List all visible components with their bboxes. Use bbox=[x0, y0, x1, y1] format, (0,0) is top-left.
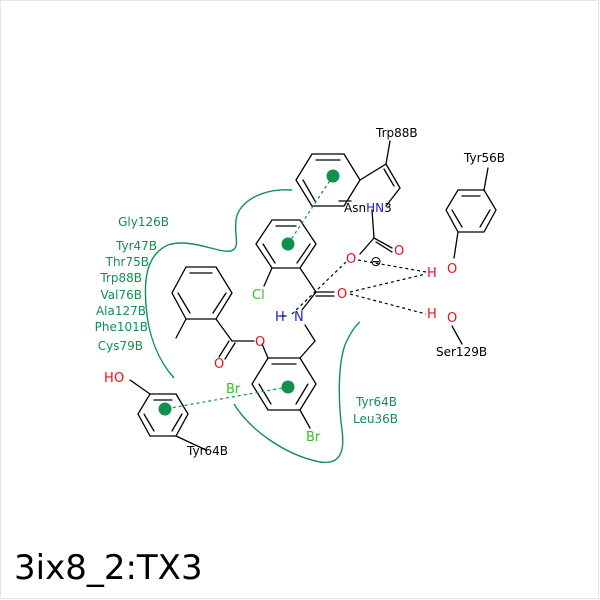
residue-tyr56: Tyr56B bbox=[463, 151, 505, 165]
atom-o-amide: O bbox=[337, 287, 347, 302]
atom-h-amide: H bbox=[275, 310, 285, 325]
atom-br-2: Br bbox=[306, 430, 321, 445]
atom-br-1: Br bbox=[226, 382, 241, 397]
centroid-tyr64 bbox=[158, 402, 172, 416]
carboxylate bbox=[359, 209, 393, 255]
centroid-chlorophenyl bbox=[281, 237, 295, 251]
hydrophobic-residue: Thr75B bbox=[105, 255, 149, 269]
diagram-title: 3ix8_2:TX3 bbox=[14, 548, 203, 588]
hbond-amide-tyr56 bbox=[349, 273, 427, 293]
residue-ser129: Ser129B bbox=[436, 345, 487, 359]
tyr56-ring bbox=[445, 167, 497, 259]
hydrophobic-residue: Trp88B bbox=[99, 271, 142, 285]
atom-n-amide: N bbox=[294, 310, 304, 325]
tolyl-ring bbox=[171, 266, 255, 360]
amide-backbone bbox=[263, 267, 335, 317]
hydrophobic-contour-left bbox=[144, 189, 293, 379]
atom-o-tyr64: O bbox=[114, 371, 124, 386]
atom-cl: Cl bbox=[252, 288, 265, 303]
hydrophobic-residue: Ala127B bbox=[96, 304, 146, 318]
atom-h-ser129: H bbox=[427, 307, 437, 322]
hydrophobic-contour-right bbox=[233, 321, 361, 464]
atom-o-ester: O bbox=[255, 335, 265, 350]
hydrophobic-residue: Phe101B bbox=[95, 320, 148, 334]
hbond-amide-ser129 bbox=[349, 293, 427, 315]
atom-o-carboxylate-2: O bbox=[394, 244, 404, 259]
centroid-dibromophenyl bbox=[281, 380, 295, 394]
hydrophobic-residues-left: Gly126B Tyr47B Thr75B Trp88B Val76B Ala1… bbox=[95, 215, 169, 353]
pi-stack-indole-chlorophenyl bbox=[287, 175, 334, 245]
pi-stack-dibromophenyl-tyr64 bbox=[164, 386, 289, 410]
hydrophobic-residue: Leu36B bbox=[353, 412, 398, 426]
atom-h-tyr56: H bbox=[427, 266, 437, 281]
hydrophobic-residue: Tyr47B bbox=[115, 239, 157, 253]
ser129-sidechain bbox=[451, 325, 463, 345]
hydrophobic-residue: Gly126B bbox=[118, 215, 169, 229]
centroid-indole bbox=[326, 169, 340, 183]
charge-minus: ⊖ bbox=[370, 254, 382, 270]
dibromophenyl-ring bbox=[251, 324, 317, 429]
hydrophobic-residue: Cys79B bbox=[98, 339, 143, 353]
hydrophobic-residues-right: Tyr64B Leu36B bbox=[353, 395, 398, 426]
atom-o-carboxylate-1: O bbox=[346, 252, 356, 267]
atom-o-ser129: O bbox=[447, 311, 457, 326]
hbond-carboxylate-tyr56 bbox=[357, 259, 427, 273]
hydrophobic-residue: Tyr64B bbox=[355, 395, 397, 409]
hydrophobic-residue: Val76B bbox=[101, 288, 142, 302]
residue-asn: AsnHN3 bbox=[344, 201, 392, 215]
hbond-amide-carboxylate bbox=[291, 261, 347, 315]
atom-o-carbonyl: O bbox=[214, 357, 224, 372]
atom-o-tyr56: O bbox=[447, 262, 457, 277]
tyr64-ring bbox=[129, 379, 207, 451]
atom-h-tyr64: H bbox=[104, 371, 114, 386]
residue-trp88: Trp88B bbox=[375, 126, 418, 140]
indole-ring bbox=[295, 140, 401, 207]
residue-tyr64-ligand: Tyr64B bbox=[186, 444, 228, 458]
